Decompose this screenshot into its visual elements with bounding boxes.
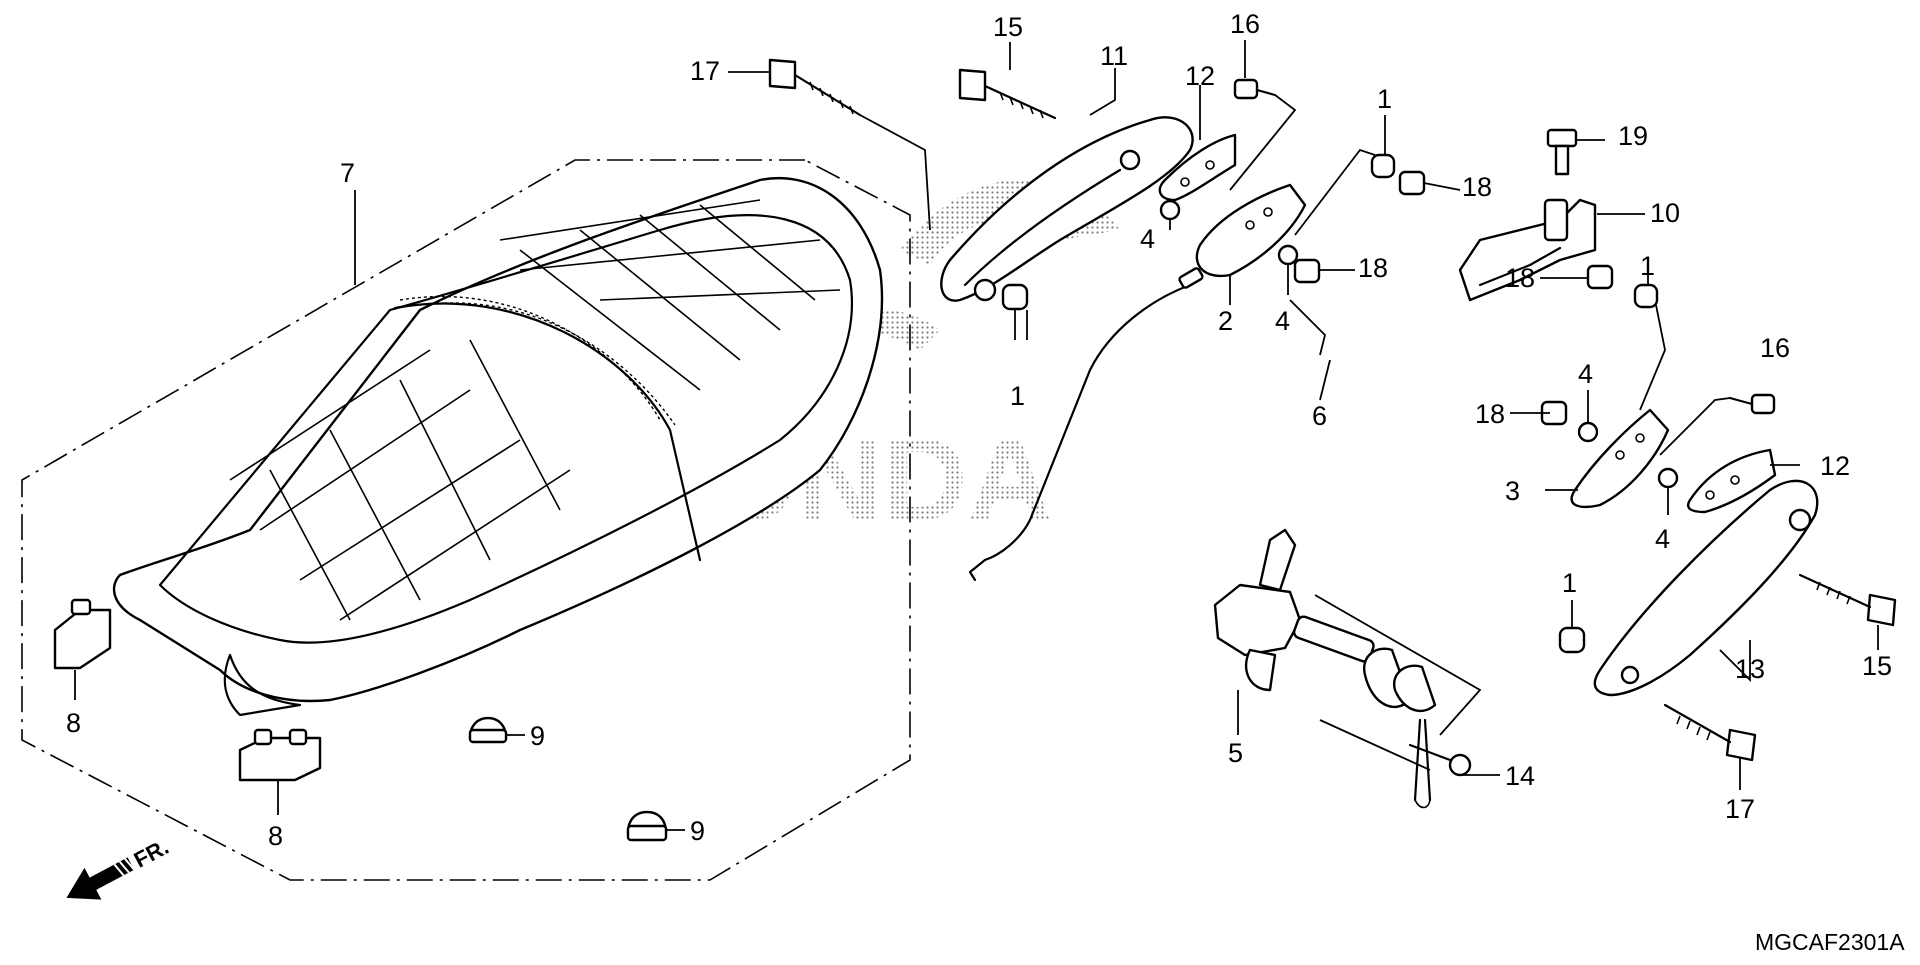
bolt-17-left xyxy=(768,58,862,117)
washer-1b xyxy=(1370,153,1396,179)
callout-18c: 18 xyxy=(1505,263,1535,293)
bolt-14 xyxy=(1408,743,1472,777)
callout-17-right: 17 xyxy=(1725,794,1755,824)
callout-11: 11 xyxy=(1100,41,1128,71)
washer-1d xyxy=(1558,626,1586,654)
washer-4d xyxy=(1657,467,1679,489)
callout-5: 5 xyxy=(1228,738,1243,768)
seat-rubber-front xyxy=(53,598,112,670)
callout-15-right: 15 xyxy=(1862,651,1892,681)
callout-9a: 9 xyxy=(530,721,545,751)
callout-18b: 18 xyxy=(1358,253,1388,283)
rubber-nut-9a xyxy=(468,716,508,744)
callout-12-left: 12 xyxy=(1185,61,1215,91)
seat-lock-cable xyxy=(968,267,1204,582)
callout-4c: 4 xyxy=(1578,359,1593,389)
diagram-code: MGCAF2301A xyxy=(1755,929,1905,955)
callout-10: 10 xyxy=(1650,198,1680,228)
callout-2: 2 xyxy=(1218,306,1233,336)
bolt-15-right xyxy=(1798,573,1897,627)
left-grab-rail xyxy=(940,116,1194,302)
bolt-17-right xyxy=(1663,703,1757,762)
seat-rubber-rear xyxy=(238,728,322,782)
seat xyxy=(112,176,884,717)
callout-16-left: 16 xyxy=(1230,9,1260,39)
callout-14: 14 xyxy=(1505,761,1535,791)
callout-3: 3 xyxy=(1505,476,1520,506)
plate-12-left xyxy=(1158,133,1237,202)
leader-lines xyxy=(74,40,1879,831)
callout-19: 19 xyxy=(1618,121,1648,151)
callouts: 7 17 15 11 12 16 1 18 18 4 2 4 1 6 19 10… xyxy=(66,9,1892,851)
seat-lock xyxy=(1213,528,1482,809)
callout-1c: 1 xyxy=(1640,251,1655,281)
callout-4d: 4 xyxy=(1655,524,1670,554)
front-arrow: FR. xyxy=(66,834,173,900)
plate-12-right xyxy=(1686,448,1777,514)
callout-1d: 1 xyxy=(1562,568,1577,598)
front-label: FR. xyxy=(130,834,173,873)
callout-16-right: 16 xyxy=(1760,333,1790,363)
nut-18a xyxy=(1398,170,1426,196)
washer-4b xyxy=(1277,244,1299,266)
seat-group-frame xyxy=(21,159,911,881)
callout-17-left: 17 xyxy=(690,56,720,86)
callout-4a: 4 xyxy=(1140,224,1155,254)
bolt-15-left xyxy=(958,68,1057,120)
callout-1b: 1 xyxy=(1377,84,1392,114)
callout-13: 13 xyxy=(1735,654,1765,684)
seat-latch xyxy=(1458,198,1597,302)
callout-7: 7 xyxy=(340,158,355,188)
washer-4a xyxy=(1159,199,1181,221)
right-grab-rail xyxy=(1593,479,1819,697)
callout-8a: 8 xyxy=(66,708,81,738)
callout-6: 6 xyxy=(1312,401,1327,431)
callout-18a: 18 xyxy=(1462,172,1492,202)
nut-18b xyxy=(1293,258,1321,284)
bracket-2 xyxy=(1195,183,1307,278)
washer-1c xyxy=(1633,283,1659,309)
callout-9b: 9 xyxy=(690,816,705,846)
nut-18c xyxy=(1586,264,1614,290)
rubber-nut-9b xyxy=(626,810,668,842)
callout-15-left: 15 xyxy=(993,12,1023,42)
callout-4b: 4 xyxy=(1275,306,1290,336)
callout-12-right: 12 xyxy=(1820,451,1850,481)
washer-1a xyxy=(1001,283,1029,311)
bolt-16-left xyxy=(1233,78,1277,100)
callout-8b: 8 xyxy=(268,821,283,851)
bracket-3 xyxy=(1570,408,1670,509)
washer-4c xyxy=(1577,421,1599,443)
bolt-16-right xyxy=(1728,393,1776,415)
bolt-19 xyxy=(1546,128,1578,176)
callout-18d: 18 xyxy=(1475,399,1505,429)
callout-1a: 1 xyxy=(1010,381,1025,411)
